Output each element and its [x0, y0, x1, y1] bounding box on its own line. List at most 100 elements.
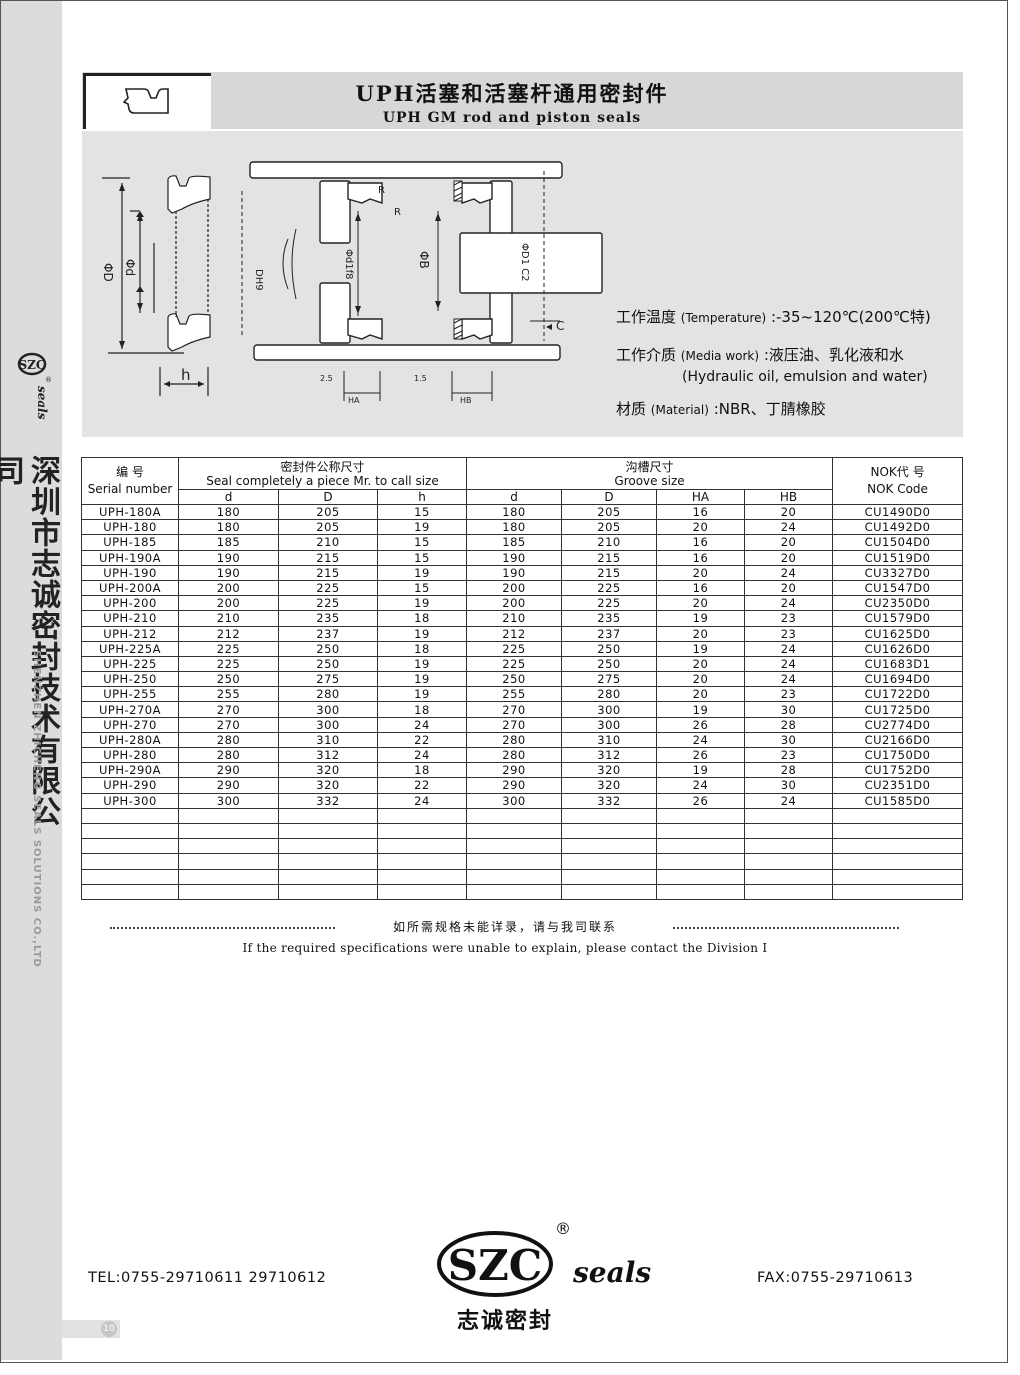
svg-text:®: ® — [555, 1219, 571, 1238]
table-cell: 235 — [561, 610, 657, 627]
seal-cross-section-diagram: ΦD Φd h R R — [101, 161, 603, 405]
table-cell: 215 — [561, 564, 657, 581]
table-cell: 26 — [656, 746, 745, 764]
table-cell-empty — [466, 822, 562, 840]
table-cell: 24 — [656, 731, 745, 749]
table-cell: UPH-300 — [81, 792, 179, 809]
table-cell-empty — [656, 838, 745, 855]
svg-text:®: ® — [45, 376, 52, 384]
table-cell: 237 — [561, 625, 657, 642]
table-cell: 320 — [278, 777, 378, 794]
table-cell-empty — [832, 838, 964, 855]
table-cell: UPH-180 — [81, 519, 179, 536]
table-cell: CU3327D0 — [832, 564, 964, 581]
table-cell-empty — [561, 807, 657, 824]
table-cell: 310 — [561, 731, 657, 749]
svg-text:C: C — [556, 319, 564, 333]
table-cell-empty — [832, 807, 964, 824]
table-cell: 320 — [561, 762, 657, 779]
table-cell: UPH-290 — [81, 777, 179, 794]
table-cell: 200 — [178, 579, 279, 597]
table-cell: 19 — [377, 519, 467, 536]
table-cell-empty — [278, 883, 378, 900]
table-cell: 190 — [466, 564, 562, 581]
table-cell: CU1579D0 — [832, 610, 964, 627]
svg-text:1.5: 1.5 — [414, 374, 427, 383]
table-cell: 225 — [561, 579, 657, 597]
table-cell: 210 — [178, 610, 279, 627]
table-cell-empty — [377, 868, 467, 885]
table-cell: 180 — [178, 503, 279, 521]
svg-text:R: R — [394, 207, 401, 218]
table-cell: 23 — [743, 610, 834, 627]
table-cell: UPH-255 — [81, 686, 179, 703]
company-name-en: SHENZHEN ZHICHENG SEALS SOLUTIONS CO.,LT… — [31, 650, 42, 968]
table-cell-empty — [81, 853, 179, 870]
table-cell-empty — [832, 883, 964, 900]
table-cell: CU1504D0 — [832, 534, 964, 551]
table-cell: 312 — [278, 746, 378, 764]
table-cell-empty — [178, 868, 279, 885]
title-band — [82, 72, 963, 129]
table-cell: 250 — [561, 655, 657, 673]
table-cell: 205 — [561, 519, 657, 536]
table-cell: 24 — [743, 519, 834, 536]
subheader-groove-d: d — [466, 489, 562, 505]
table-cell: CU1519D0 — [832, 549, 964, 566]
table-cell: 270 — [178, 716, 279, 733]
table-cell: 225 — [178, 640, 279, 657]
table-cell: 280 — [278, 686, 378, 703]
table-cell: UPH-212 — [81, 625, 179, 642]
table-cell: UPH-210 — [81, 610, 179, 627]
table-row-empty — [81, 838, 964, 855]
table-cell: 200 — [466, 595, 562, 612]
page-subtitle: UPH GM rod and piston seals — [382, 110, 642, 126]
table-cell-empty — [743, 868, 834, 885]
table-cell-empty — [466, 838, 562, 855]
table-cell: 255 — [178, 686, 279, 703]
footer-logo: SZC ® seals 志诚密封 — [437, 1219, 651, 1334]
subheader-D: D — [278, 489, 378, 505]
table-cell: 180 — [466, 503, 562, 521]
table-row-empty — [81, 868, 964, 885]
sidebar-logo-word: seals — [35, 386, 49, 420]
table-cell-empty — [466, 807, 562, 824]
table-cell: 225 — [178, 655, 279, 673]
table-cell-empty — [743, 853, 834, 870]
table-cell-empty — [81, 807, 179, 824]
table-cell: 24 — [377, 746, 467, 764]
table-row-empty — [81, 807, 964, 824]
table-cell: 24 — [377, 792, 467, 809]
table-cell: 18 — [377, 610, 467, 627]
table-cell-empty — [656, 807, 745, 824]
table-cell: 225 — [466, 655, 562, 673]
table-cell: 20 — [656, 595, 745, 612]
table-cell: 20 — [743, 503, 834, 521]
svg-text:Φd1f8: Φd1f8 — [343, 249, 354, 279]
table-cell-empty — [743, 807, 834, 824]
table-cell: 20 — [743, 534, 834, 551]
table-cell: 205 — [561, 503, 657, 521]
table-cell: 20 — [656, 564, 745, 581]
table-cell: 225 — [466, 640, 562, 657]
table-cell: 15 — [377, 503, 467, 521]
table-cell-empty — [656, 883, 745, 900]
table-cell: 20 — [656, 625, 745, 642]
table-cell: UPH-180A — [81, 503, 179, 521]
table-cell: 20 — [656, 671, 745, 688]
table-cell-empty — [656, 822, 745, 840]
table-cell: 19 — [656, 762, 745, 779]
table-cell: 332 — [278, 792, 378, 809]
table-cell: 19 — [377, 671, 467, 688]
table-cell: UPH-200A — [81, 579, 179, 597]
table-cell: 185 — [178, 534, 279, 551]
svg-text:ΦD: ΦD — [101, 263, 115, 282]
table-cell-empty — [561, 883, 657, 900]
table-cell: 250 — [278, 655, 378, 673]
table-cell: 190 — [466, 549, 562, 566]
table-cell: 225 — [278, 579, 378, 597]
